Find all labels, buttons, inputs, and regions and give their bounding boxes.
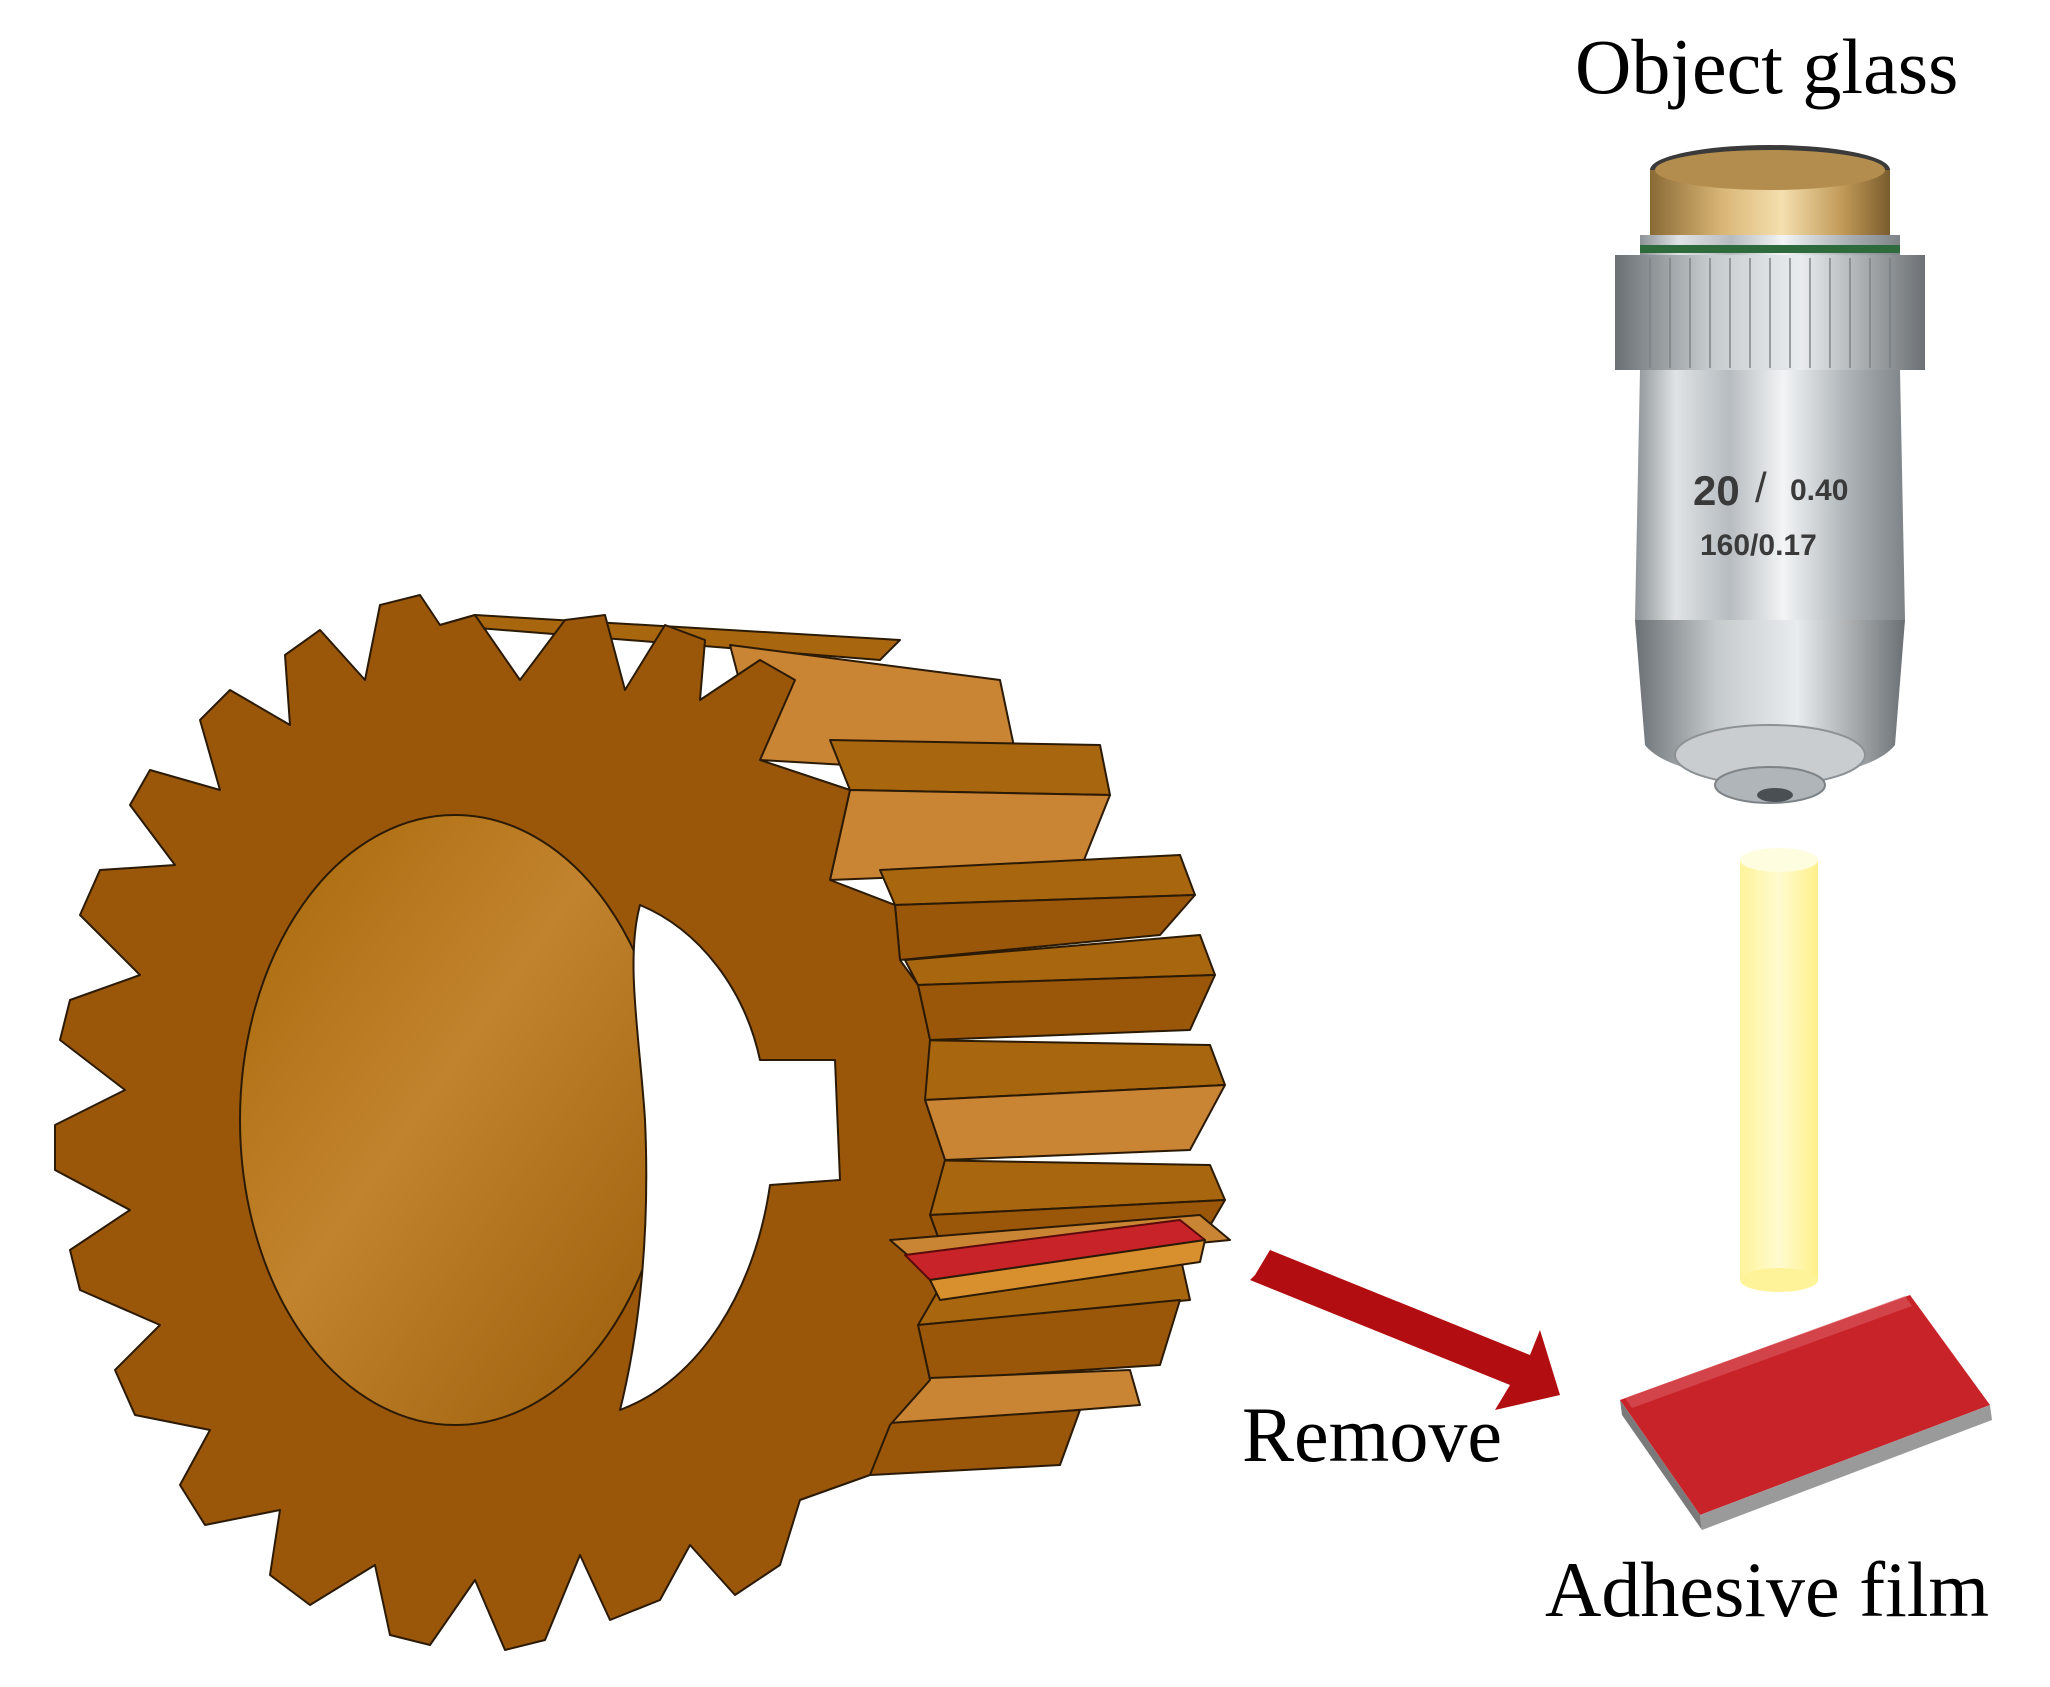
- objective-separator: /: [1755, 464, 1767, 511]
- objective-na: 0.40: [1790, 474, 1848, 507]
- microscope-objective-icon: 20 / 0.40 160/0.17: [1615, 145, 1925, 804]
- gear-icon: [54, 594, 1231, 1651]
- label-object-glass: Object glass: [1575, 23, 1959, 110]
- adhesive-film: [1620, 1295, 1992, 1530]
- gear-bore-opening: [619, 904, 841, 1411]
- arrow-right-icon: [1250, 1250, 1560, 1410]
- objective-magnification: 20: [1693, 467, 1740, 514]
- label-adhesive-film: Adhesive film: [1545, 1546, 1990, 1633]
- label-remove: Remove: [1242, 1391, 1502, 1478]
- light-beam: [1740, 848, 1818, 1292]
- gear-teeth-sides: [439, 614, 1226, 1476]
- gear-bore: [239, 814, 671, 1426]
- objective-tube-cover: 160/0.17: [1700, 529, 1817, 562]
